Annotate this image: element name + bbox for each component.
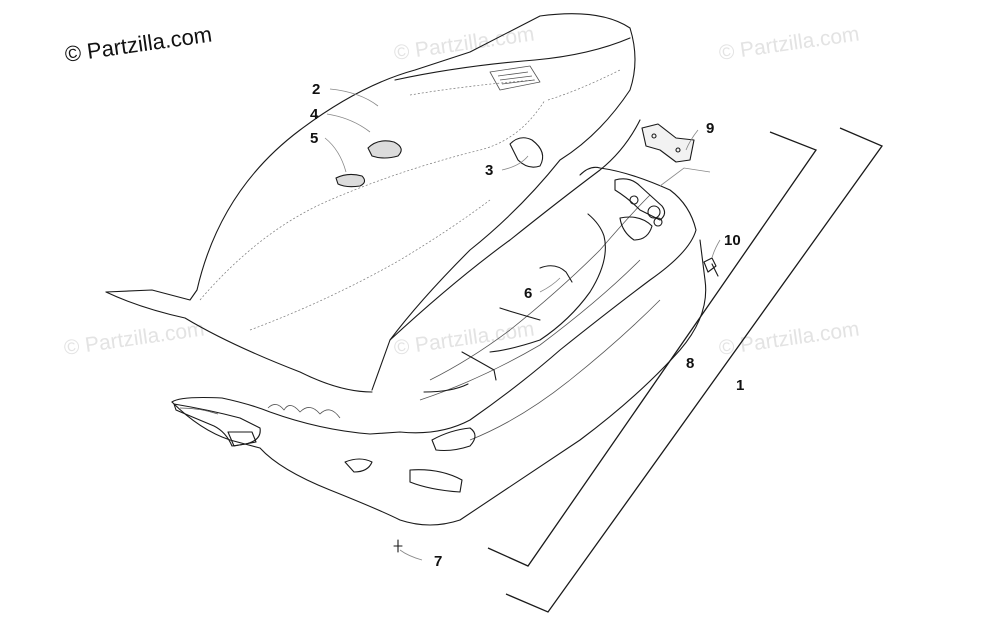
- rear-latch-area: [614, 178, 666, 221]
- base-rib: [423, 383, 469, 393]
- seat-stitch-line: [199, 99, 546, 301]
- callout-6: 6: [524, 285, 532, 302]
- callout-3: 3: [485, 162, 493, 179]
- base-cutout: [409, 469, 463, 493]
- base-cutout: [344, 458, 373, 473]
- seat-stitch-line: [547, 69, 621, 101]
- callouts: 2 4 5 3 6 7 9 10 8 1: [310, 81, 744, 570]
- front-handle-slot: [179, 407, 219, 415]
- seat-cushion-outline: [105, 13, 636, 391]
- callout-2: 2: [312, 81, 320, 98]
- base-logo-script: [267, 404, 341, 419]
- leader-lines: [324, 88, 721, 561]
- base-cutout: [619, 216, 653, 241]
- base-cutout: [431, 427, 476, 452]
- decal-4-shape: [367, 140, 402, 159]
- watermarks: © Partzilla.com © Partzilla.com © Partzi…: [62, 22, 860, 359]
- copyright-text: © Partzilla.com: [63, 22, 213, 67]
- callout-4: 4: [310, 106, 319, 123]
- watermark-text: © Partzilla.com: [717, 317, 860, 359]
- seat-stitch-line: [249, 199, 491, 331]
- seat-side-line: [389, 119, 641, 341]
- callout-10: 10: [724, 232, 741, 249]
- seat-front-edge: [105, 291, 373, 393]
- front-tab: [227, 431, 257, 447]
- rear-label-patch: [489, 65, 541, 91]
- seat-rear-top: [394, 37, 631, 81]
- seat-illustration: [105, 13, 719, 553]
- front-handle: [173, 403, 261, 447]
- base-rib: [461, 351, 497, 381]
- callout-7: 7: [434, 553, 442, 570]
- seat-base-inner: [429, 194, 651, 381]
- seat-base-inner: [419, 259, 641, 401]
- screw-part-7: [393, 539, 403, 553]
- decal-5-shape: [335, 173, 366, 188]
- callout-8: 8: [686, 355, 694, 372]
- seat-base-inner: [469, 299, 661, 441]
- base-rib: [489, 213, 606, 353]
- callout-1: 1: [736, 377, 744, 394]
- latch-bracket-part-9: [641, 123, 695, 163]
- decal-3-shape: [509, 137, 544, 168]
- bracket-assembly-8: [487, 131, 818, 567]
- assembly-brackets: [487, 127, 883, 613]
- watermark-text: © Partzilla.com: [62, 317, 205, 359]
- spring-rod-part-6: [539, 265, 573, 283]
- seat-stitch-line: [409, 79, 536, 96]
- seat-base-outline: [171, 166, 697, 435]
- pin-part-10: [703, 257, 717, 273]
- watermark-text: © Partzilla.com: [717, 22, 860, 64]
- base-rib: [499, 307, 541, 321]
- callout-5: 5: [310, 130, 318, 147]
- callout-9: 9: [706, 120, 714, 137]
- bracket-assembly-1: [505, 127, 883, 613]
